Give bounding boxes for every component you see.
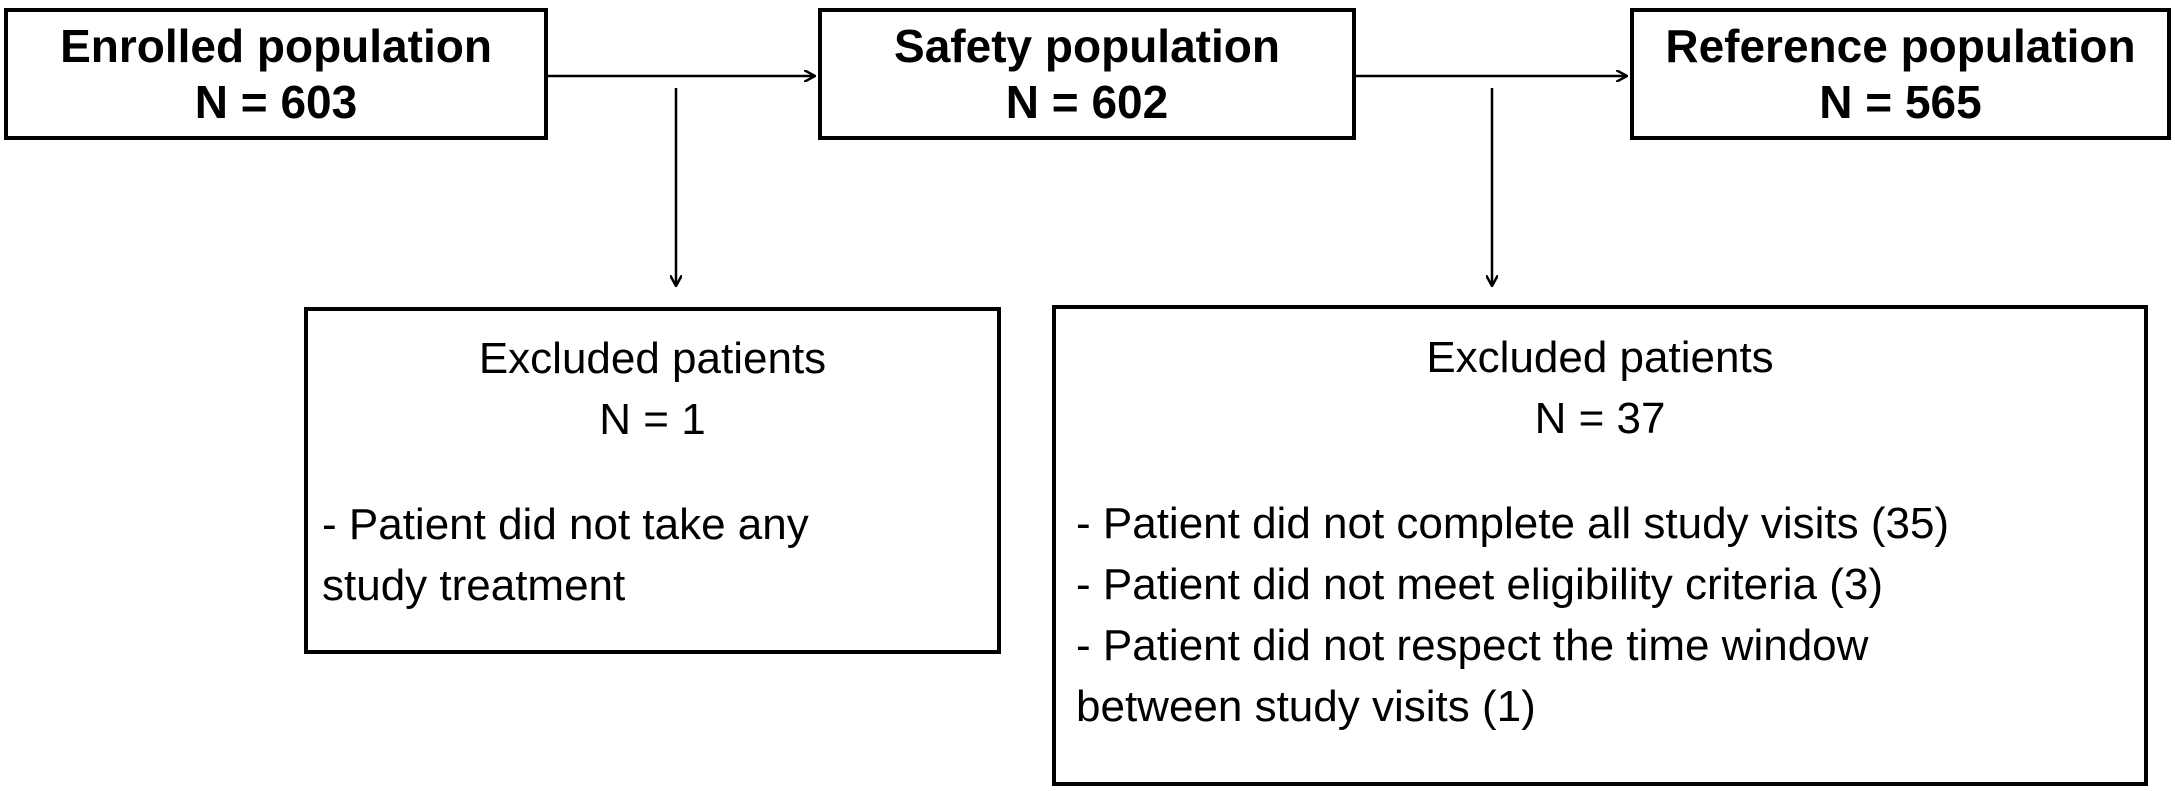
excluded-2-reason-line: - Patient did not complete all study vis… bbox=[1076, 499, 1950, 548]
excluded-1-title: Excluded patients bbox=[478, 334, 827, 383]
enrolled-population-box: Enrolled population N = 603 bbox=[4, 8, 548, 140]
safety-title: Safety population bbox=[894, 20, 1280, 72]
excluded-2-reasons: - Patient did not complete all study vis… bbox=[1056, 493, 2144, 737]
excluded-1-reasons: - Patient did not take any study treatme… bbox=[308, 494, 997, 616]
reference-count: N = 565 bbox=[1819, 76, 1982, 128]
excluded-1-count: N = 1 bbox=[599, 395, 706, 444]
excluded-2-reason-line: - Patient did not respect the time windo… bbox=[1076, 621, 1869, 670]
safety-count: N = 602 bbox=[1005, 76, 1169, 128]
reference-title: Reference population bbox=[1665, 20, 2136, 72]
enrolled-title: Enrolled population bbox=[60, 20, 492, 72]
excluded-2-reason-line: - Patient did not meet eligibility crite… bbox=[1076, 560, 1883, 609]
reference-population-box: Reference population N = 565 bbox=[1630, 8, 2171, 140]
excluded-2-count: N = 37 bbox=[1534, 394, 1666, 443]
excluded-1-reason-line: - Patient did not take any bbox=[322, 500, 809, 549]
excluded-2-title: Excluded patients bbox=[1426, 333, 1774, 382]
enrolled-count: N = 603 bbox=[194, 76, 358, 128]
safety-population-box: Safety population N = 602 bbox=[818, 8, 1356, 140]
excluded-2-reason-line: between study visits (1) bbox=[1076, 682, 1536, 731]
excluded-patients-box-1: Excluded patients N = 1 - Patient did no… bbox=[304, 307, 1001, 654]
excluded-patients-box-2: Excluded patients N = 37 - Patient did n… bbox=[1052, 305, 2148, 786]
excluded-1-reason-line: study treatment bbox=[322, 561, 626, 610]
